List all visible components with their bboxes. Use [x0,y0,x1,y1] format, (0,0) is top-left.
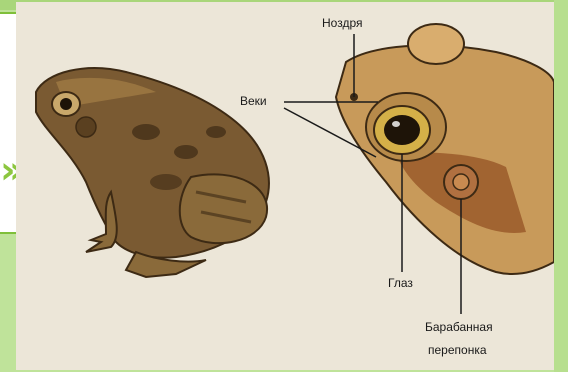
right-green-strip [554,0,568,372]
frog-head-closeup [336,24,554,274]
label-eardrum-line2: перепонка [428,343,487,357]
label-eyelids: Веки [240,94,267,108]
label-nostril: Ноздря [322,16,362,30]
whole-frog [36,68,269,277]
label-eardrum-line1: Барабанная [425,320,493,334]
frog-drawing [16,2,554,370]
frog-anatomy-illustration [16,2,554,370]
label-eye: Глаз [388,276,413,290]
